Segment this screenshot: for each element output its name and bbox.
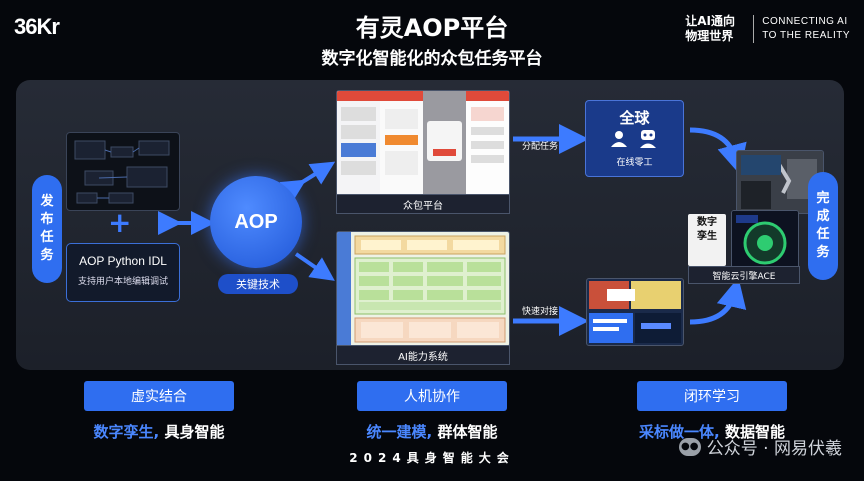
ai-model-cards-screenshot [586,278,684,346]
closed-loop-desc: 采标做一体, 数据智能 [602,421,822,442]
wechat-watermark: ●● 公众号 · 网易伏羲 [678,434,842,459]
closed-loop-desc-b: 数据智能 [724,423,785,441]
human-machine-button: 人机协作 [357,381,507,411]
closed-loop-desc-a: 采标做一体, [639,423,720,441]
smart-cloud-engine-caption: 智能云引擎ACE [688,266,800,284]
watermark-text: 公众号 · 网易伏羲 [706,439,842,459]
crowd-platform-caption: 众包平台 [336,194,510,214]
complete-task-pill: 完成任务 [808,172,838,280]
virtual-real-button: 虚实结合 [84,381,234,411]
brand-en-line2: TO THE REALITY [762,30,850,41]
assign-task-label: 分配任务 [522,142,559,152]
global-label: 全球 [619,109,650,127]
digital-twin-text: 数字孪生 [697,217,717,242]
ai-capability-diagram [336,231,510,347]
aop-python-idl-box: AOP Python IDL 支持用户本地编辑调试 [66,243,180,302]
crowd-app-screens [337,91,509,195]
idl-subtitle: 支持用户本地编辑调试 [77,277,168,287]
brand-cn-line1: 让AI通向 [685,14,735,28]
ace-engine-screenshot [731,210,799,272]
robot-lab-screenshot [736,150,824,214]
key-tech-badge: 关键技术 [218,274,298,294]
digital-twin-label: 数字孪生 [688,214,726,266]
aop-core-circle: AOP [210,176,302,268]
ai-capability-caption: AI能力系统 [336,345,510,365]
page-title: 有灵AOP平台 [355,14,509,42]
conference-footer: 2024具身智能大会 [349,451,515,465]
quick-connect-label: 快速对接 [522,307,559,317]
publish-task-label: 发布任务 [40,194,54,263]
human-machine-desc: 统一建模, 群体智能 [337,421,527,442]
ai-capability-blocks [337,232,506,346]
idl-title: AOP Python IDL [79,254,167,268]
aop-label: AOP [234,210,278,233]
plus-sign: + [108,206,132,239]
code-editor-graphic [74,140,170,204]
global-workers-box: 全球 在线零工 [585,100,684,177]
36kr-logo: 36Kr [14,14,60,39]
online-workers-label: 在线零工 [616,158,653,168]
ace-engine-graphic [732,211,798,271]
virtual-real-desc-b: 具身智能 [164,423,225,441]
brand-cn-line2: 物理世界 [685,29,734,43]
wechat-icon: ●● [678,437,701,456]
crowd-platform-screenshot [336,90,510,196]
human-machine-desc-b: 群体智能 [437,423,498,441]
virtual-real-desc-a: 数字孪生, [93,423,160,441]
publish-task-pill: 发布任务 [32,175,62,283]
closed-loop-button: 闭环学习 [637,381,787,411]
brand-en: CONNECTING AI TO THE REALITY [762,15,850,43]
page-subtitle: 数字化智能化的众包任务平台 [321,49,543,69]
human-machine-desc-a: 统一建模, [366,423,433,441]
complete-task-label: 完成任务 [816,191,830,260]
code-editor-screenshot [66,132,180,211]
people-icon [610,130,656,148]
brand-cn: 让AI通向 物理世界 [685,14,745,44]
virtual-real-desc: 数字孪生, 具身智能 [64,421,254,442]
brand-divider [753,15,755,43]
brand-en-line1: CONNECTING AI [762,16,848,27]
conference-brand: 让AI通向 物理世界 CONNECTING AI TO THE REALITY [685,14,850,44]
ai-model-thumbnails [589,281,681,343]
